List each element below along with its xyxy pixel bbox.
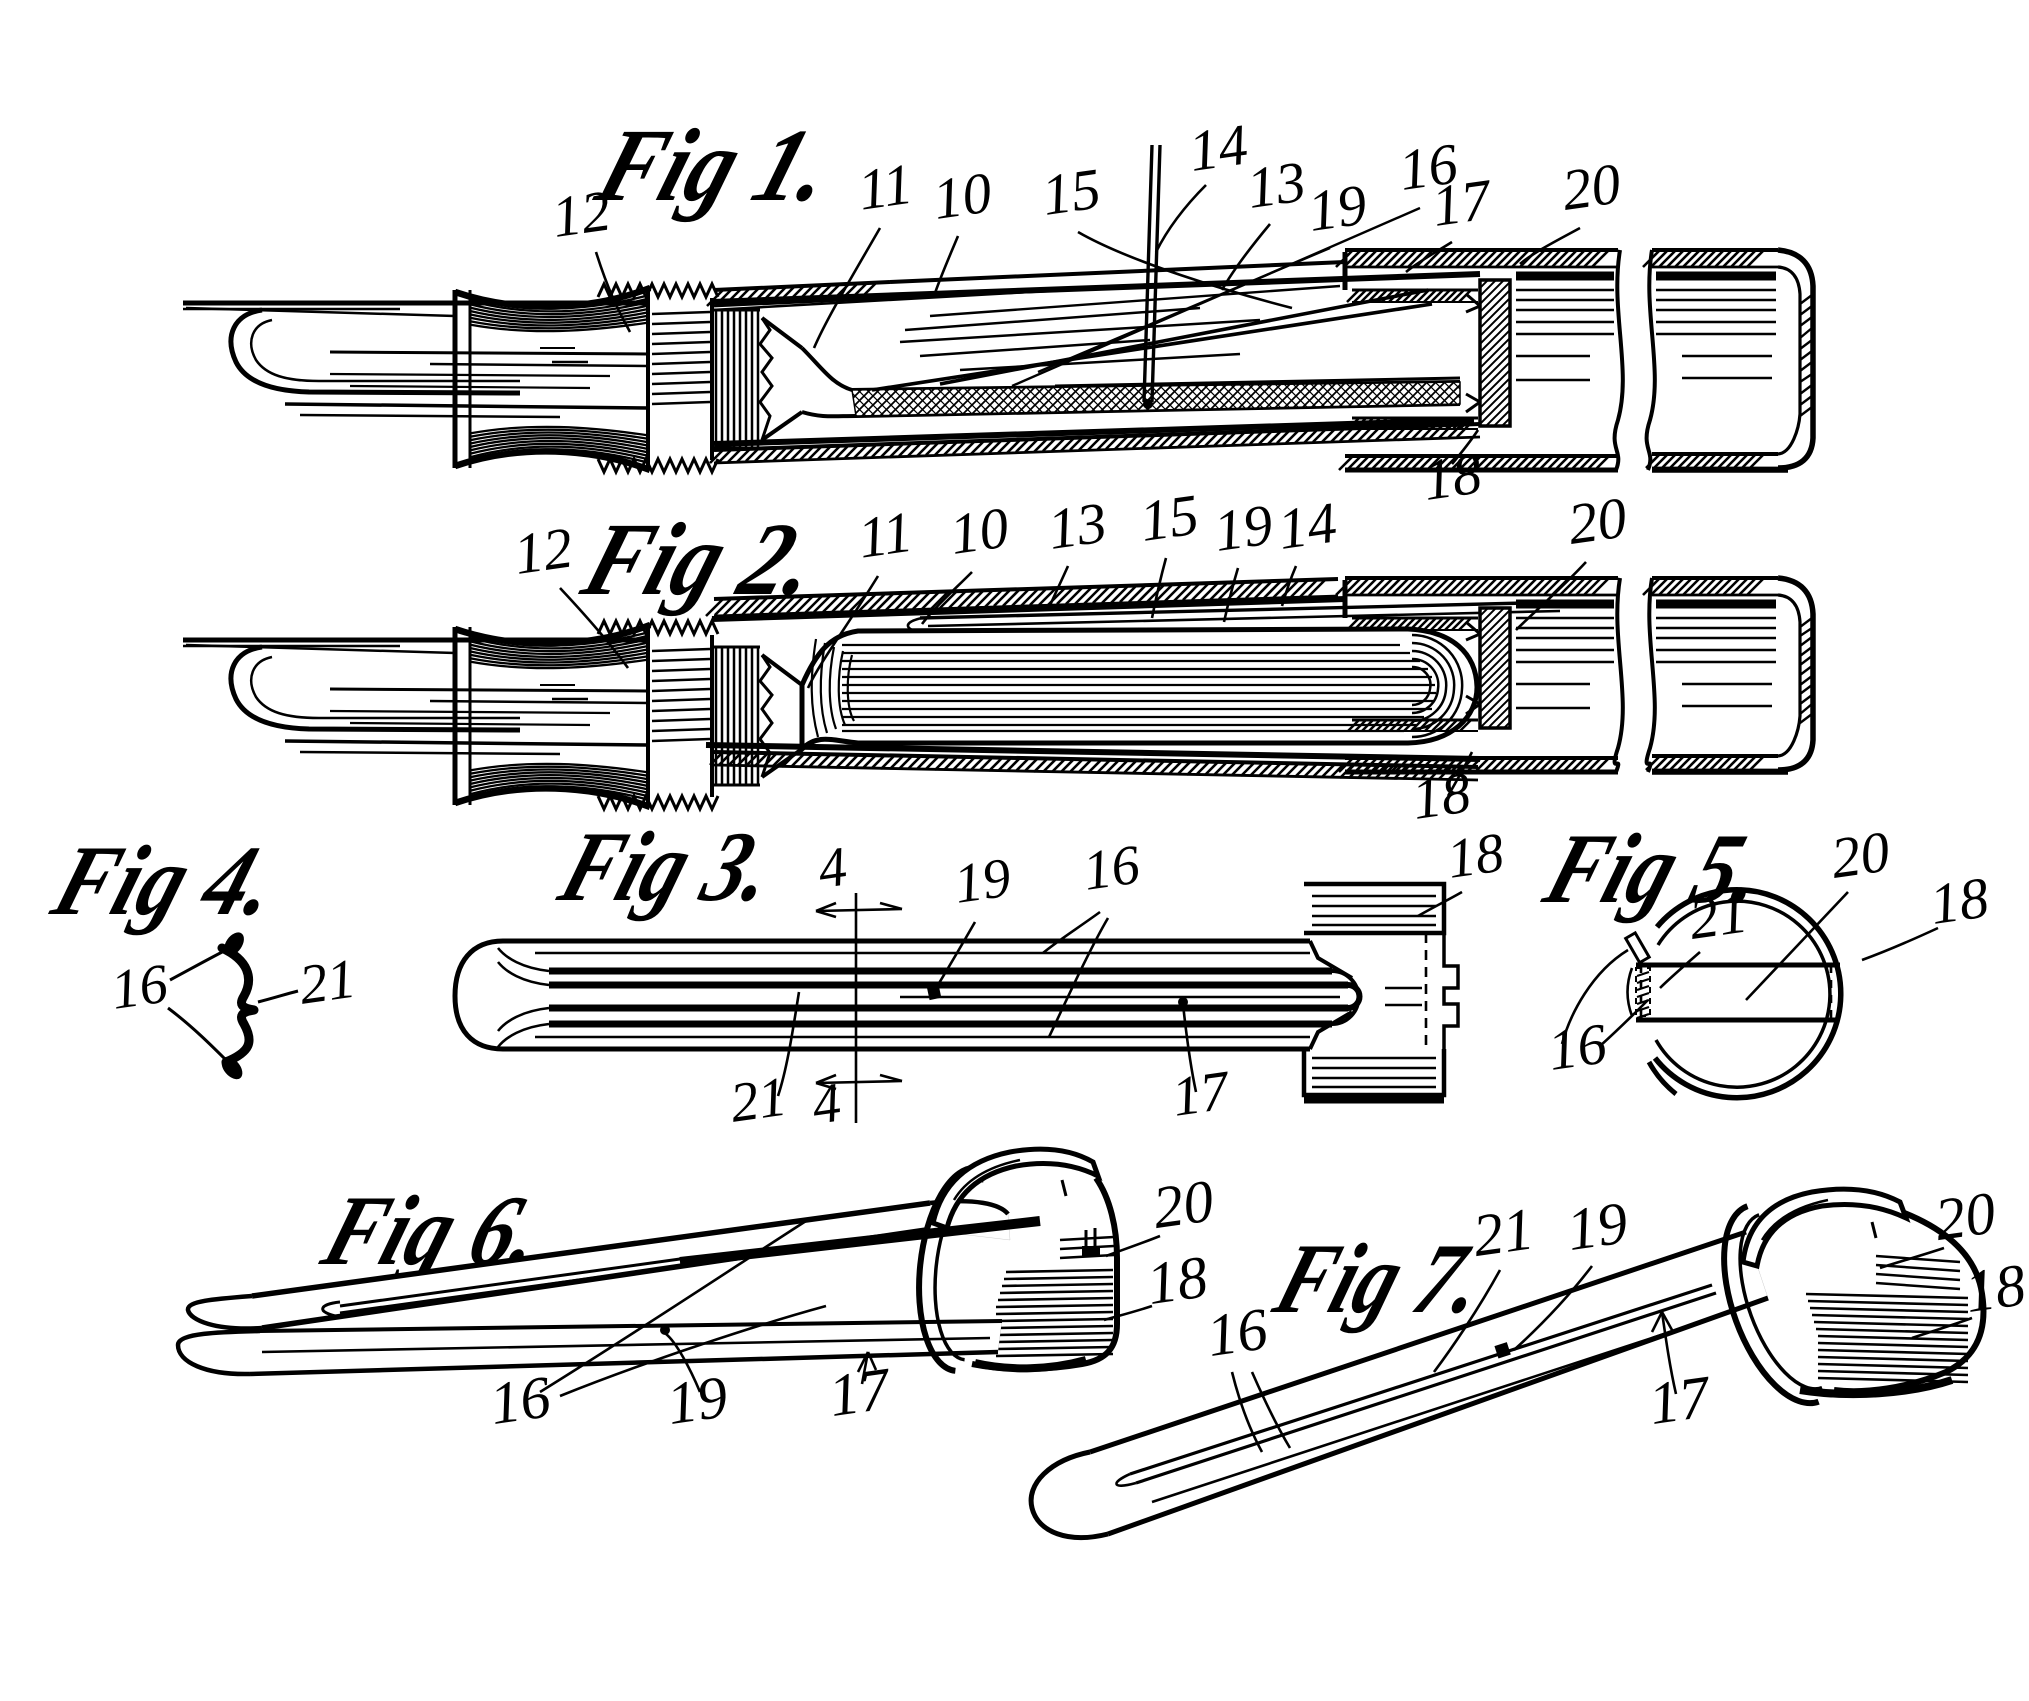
svg-text:Fig 3.: Fig 3.	[547, 812, 789, 922]
svg-text:12: 12	[548, 177, 614, 249]
svg-text:13: 13	[1243, 148, 1309, 220]
svg-text:12: 12	[510, 514, 576, 586]
svg-text:19: 19	[1563, 1189, 1632, 1263]
svg-text:17: 17	[1428, 166, 1496, 239]
svg-text:19: 19	[663, 1363, 732, 1437]
svg-text:20: 20	[1827, 818, 1893, 890]
svg-text:20: 20	[1931, 1179, 2000, 1253]
svg-text:17: 17	[1645, 1363, 1717, 1437]
svg-text:17: 17	[1168, 1059, 1234, 1128]
svg-text:19: 19	[1304, 171, 1370, 243]
svg-text:13: 13	[1044, 489, 1110, 561]
svg-text:10: 10	[946, 494, 1012, 566]
svg-text:16: 16	[1203, 1295, 1272, 1369]
svg-text:Fig 2.: Fig 2.	[570, 502, 833, 617]
svg-text:16: 16	[1395, 130, 1461, 202]
svg-text:16: 16	[486, 1363, 555, 1437]
svg-text:18: 18	[1443, 822, 1507, 891]
svg-text:20: 20	[1149, 1167, 1218, 1241]
svg-text:Fig 7.: Fig 7.	[1262, 1224, 1499, 1334]
svg-text:19: 19	[950, 847, 1014, 916]
svg-text:Fig 5.: Fig 5.	[1532, 814, 1779, 924]
svg-text:11: 11	[854, 151, 916, 223]
svg-text:18: 18	[1408, 759, 1474, 831]
svg-text:18: 18	[1926, 864, 1992, 936]
svg-text:18: 18	[1419, 440, 1485, 512]
svg-text:14: 14	[1274, 489, 1340, 561]
svg-text:15: 15	[1136, 481, 1202, 553]
svg-text:18: 18	[1961, 1251, 2029, 1325]
svg-text:20: 20	[1558, 150, 1624, 222]
svg-text:21: 21	[1469, 1195, 1538, 1269]
svg-text:20: 20	[1564, 484, 1630, 556]
svg-text:11: 11	[854, 499, 916, 571]
svg-text:19: 19	[1210, 491, 1276, 563]
svg-text:16: 16	[1079, 834, 1143, 903]
svg-text:21: 21	[1685, 879, 1751, 951]
svg-text:Fig 1.: Fig 1.	[584, 108, 847, 223]
svg-text:15: 15	[1038, 155, 1104, 227]
svg-text:10: 10	[929, 159, 995, 231]
svg-text:Fig 4.: Fig 4.	[40, 826, 292, 936]
svg-text:16: 16	[107, 953, 171, 1022]
svg-text:16: 16	[1544, 1010, 1610, 1082]
svg-text:21: 21	[295, 948, 359, 1017]
svg-text:21: 21	[726, 1066, 790, 1135]
svg-text:14: 14	[1185, 111, 1251, 183]
svg-text:18: 18	[1143, 1243, 1212, 1317]
